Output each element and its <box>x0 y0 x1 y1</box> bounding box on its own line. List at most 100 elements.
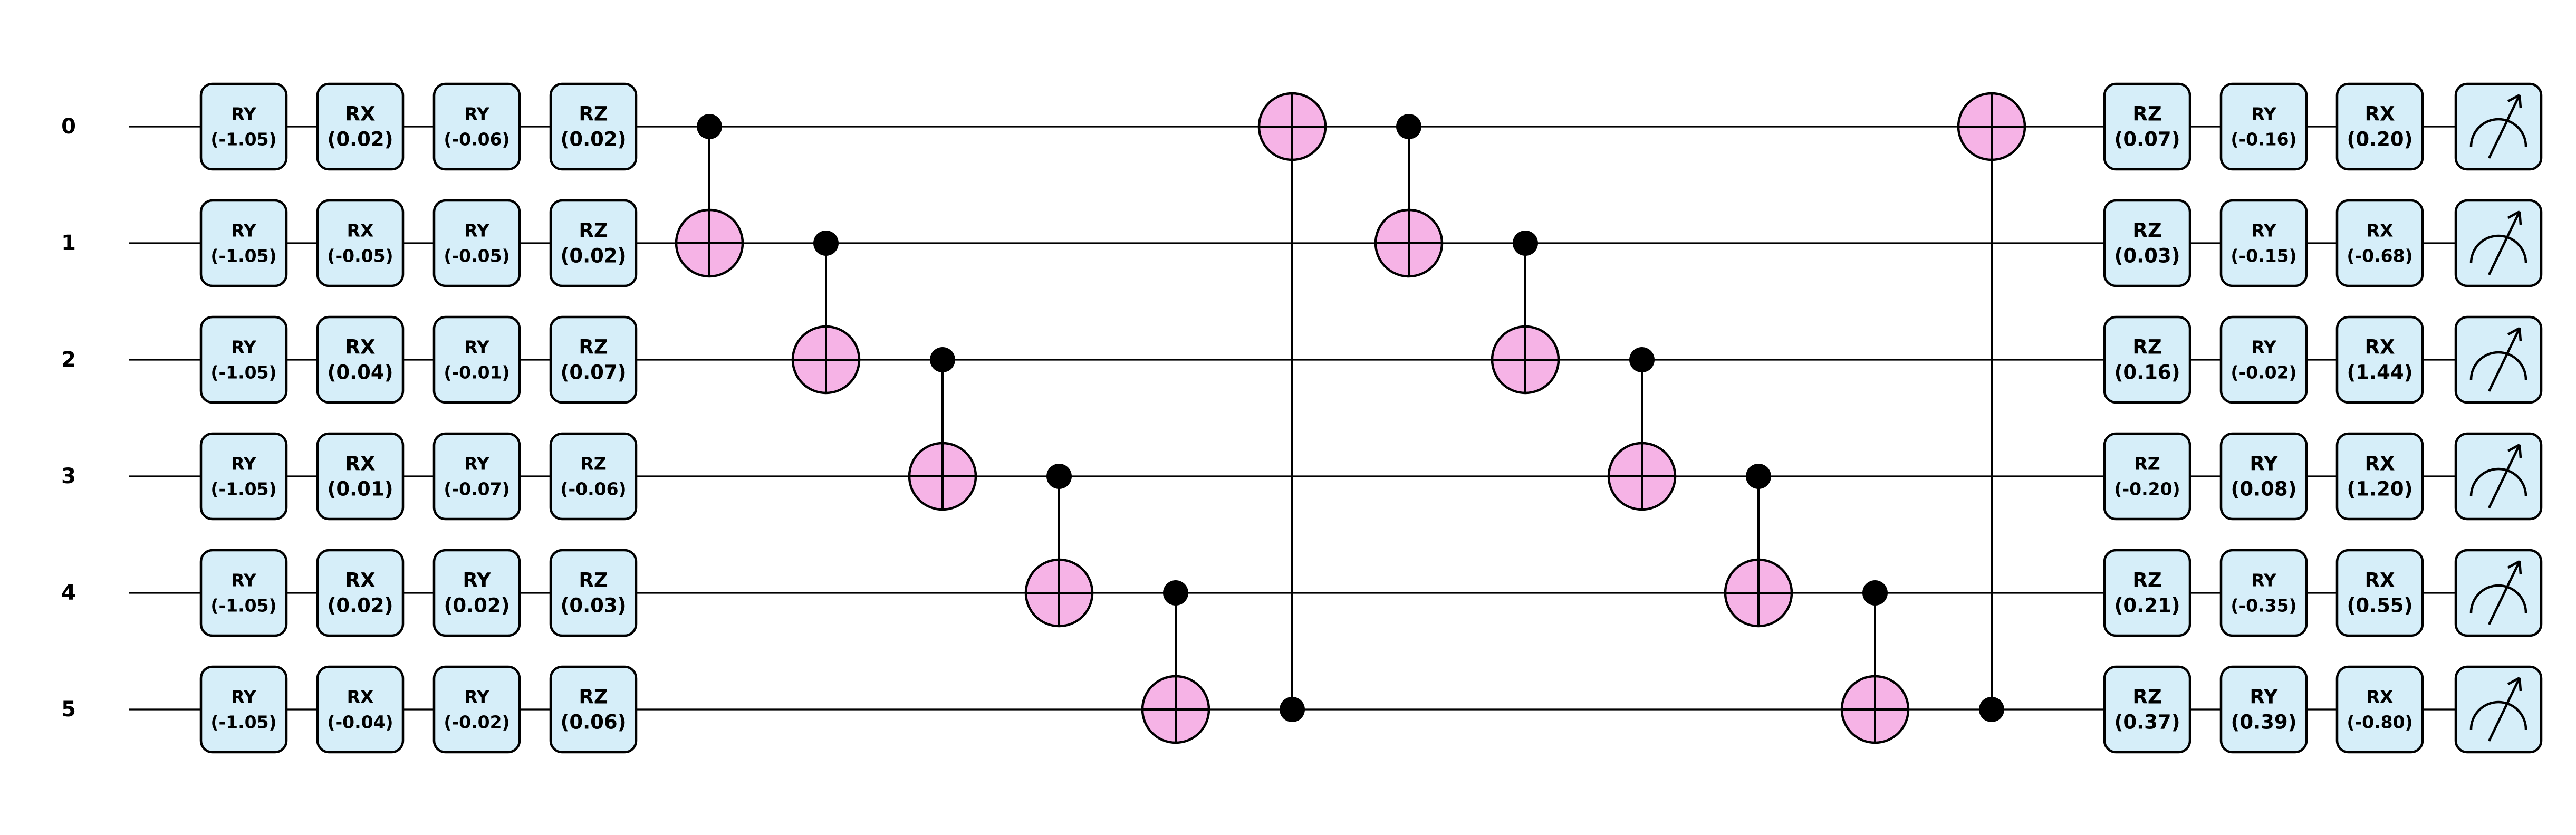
gate-name: RZ <box>579 569 608 592</box>
control-dot <box>930 347 955 372</box>
start-gate-rx-q4: RX(0.02) <box>316 549 405 637</box>
start-gate-ry-q1: RY(-1.05) <box>199 199 288 287</box>
gate-name: RZ <box>2132 569 2161 592</box>
block1-cnot-4-5 <box>1141 580 1210 744</box>
qubit-label-2: 2 <box>61 348 76 372</box>
gate-param: (-1.05) <box>210 362 276 383</box>
gate-box <box>2335 665 2424 754</box>
gate-box <box>549 549 638 637</box>
start-gate-rx-q0: RX(0.02) <box>316 82 405 171</box>
measure-box <box>2454 82 2543 171</box>
block2-cnot-5-0 <box>1957 92 2026 722</box>
gate-box <box>316 549 405 637</box>
measure-gate-q5 <box>2454 665 2543 754</box>
start-gate-ry-q4: RY(-1.05) <box>199 549 288 637</box>
meter-arc <box>2469 234 2527 264</box>
start-gate-rx-q1: RX(-0.05) <box>316 199 405 287</box>
block1-cnot-0-1 <box>675 114 744 278</box>
gate-box <box>2103 82 2191 171</box>
gate-box <box>199 549 288 637</box>
gate-param: (0.21) <box>2114 594 2180 617</box>
gate-param: (-0.04) <box>327 712 393 733</box>
gate-name: RY <box>231 687 257 707</box>
start-gate-ry-q2: RY(-0.01) <box>432 315 521 404</box>
start-gate-ry-q5: RY(-0.02) <box>432 665 521 754</box>
rotation-gates: RY(-1.05)RY(-1.05)RY(-1.05)RY(-1.05)RY(-… <box>199 82 2424 754</box>
gate-param: (0.06) <box>560 711 626 734</box>
cnot-gates <box>675 92 2026 744</box>
gate-box <box>549 315 638 404</box>
gate-param: (0.02) <box>327 128 393 151</box>
start-gate-ry-q1: RY(-0.05) <box>432 199 521 287</box>
measure-gate-q2 <box>2454 315 2543 404</box>
control-dot <box>1280 697 1305 722</box>
start-gate-rz-q4: RZ(0.03) <box>549 549 638 637</box>
gate-box <box>2219 199 2308 287</box>
gate-param: (-0.07) <box>444 479 510 500</box>
block1-cnot-2-3 <box>908 347 977 511</box>
gate-box <box>2103 315 2191 404</box>
gate-param: (-0.80) <box>2347 712 2412 733</box>
end-gate-rx-q3: RX(1.20) <box>2335 432 2424 521</box>
meter-needle <box>2487 94 2521 159</box>
gate-box <box>2335 199 2424 287</box>
gate-name: RX <box>345 569 375 592</box>
gate-param: (0.03) <box>2114 245 2180 267</box>
gate-param: (0.37) <box>2114 711 2180 734</box>
gate-param: (0.07) <box>2114 128 2180 151</box>
gate-box <box>549 82 638 171</box>
gate-name: RY <box>464 454 490 474</box>
meter-icon <box>2469 327 2527 392</box>
gate-param: (0.02) <box>327 594 393 617</box>
measure-box <box>2454 549 2543 637</box>
meter-arrowhead <box>2507 94 2522 109</box>
gate-param: (0.07) <box>560 361 626 384</box>
meter-icon <box>2469 677 2527 742</box>
meter-arrowhead <box>2507 444 2522 458</box>
gate-box <box>2103 432 2191 521</box>
gate-param: (-0.02) <box>444 712 510 733</box>
gate-box <box>2335 315 2424 404</box>
meter-icon <box>2469 210 2527 275</box>
gate-param: (0.04) <box>327 361 393 384</box>
gate-box <box>316 82 405 171</box>
gate-box <box>199 665 288 754</box>
gate-name: RX <box>2367 220 2394 241</box>
block1-cnot-1-2 <box>791 231 861 395</box>
gate-param: (-1.05) <box>210 129 276 150</box>
measure-box <box>2454 199 2543 287</box>
gate-param: (-0.16) <box>2231 129 2296 150</box>
meter-arrowhead <box>2507 210 2522 225</box>
start-gate-rz-q2: RZ(0.07) <box>549 315 638 404</box>
gate-box <box>199 432 288 521</box>
gate-param: (-1.05) <box>210 712 276 733</box>
start-gate-rz-q0: RZ(0.02) <box>549 82 638 171</box>
gate-box <box>316 432 405 521</box>
gate-box <box>2219 549 2308 637</box>
start-gate-rx-q5: RX (-0.04) <box>316 665 405 754</box>
end-gate-rz-q5: RZ(0.37) <box>2103 665 2191 754</box>
gate-param: (-0.06) <box>444 129 510 150</box>
meter-icon <box>2469 560 2527 625</box>
gate-name: RX <box>347 687 374 707</box>
gate-name: RX <box>345 103 375 126</box>
block1-cnot-5-0 <box>1257 92 1327 722</box>
control-dot <box>697 114 722 139</box>
meter-arrowhead <box>2507 327 2522 342</box>
gate-name: RY <box>2251 570 2277 591</box>
meter-arc <box>2469 118 2527 147</box>
block2-cnot-1-2 <box>1491 231 1560 395</box>
measure-box <box>2454 432 2543 521</box>
gate-name: RZ <box>579 219 608 242</box>
meter-arc <box>2469 584 2527 613</box>
gate-box <box>2219 315 2308 404</box>
qubit-label-4: 4 <box>61 581 76 605</box>
meter-arc <box>2469 467 2527 497</box>
gate-param: (-0.05) <box>444 246 510 266</box>
gate-param: (0.39) <box>2231 711 2296 734</box>
meter-arc <box>2469 351 2527 380</box>
gate-name: RZ <box>2132 103 2161 126</box>
gate-box <box>549 665 638 754</box>
gate-param: (1.20) <box>2347 478 2412 501</box>
